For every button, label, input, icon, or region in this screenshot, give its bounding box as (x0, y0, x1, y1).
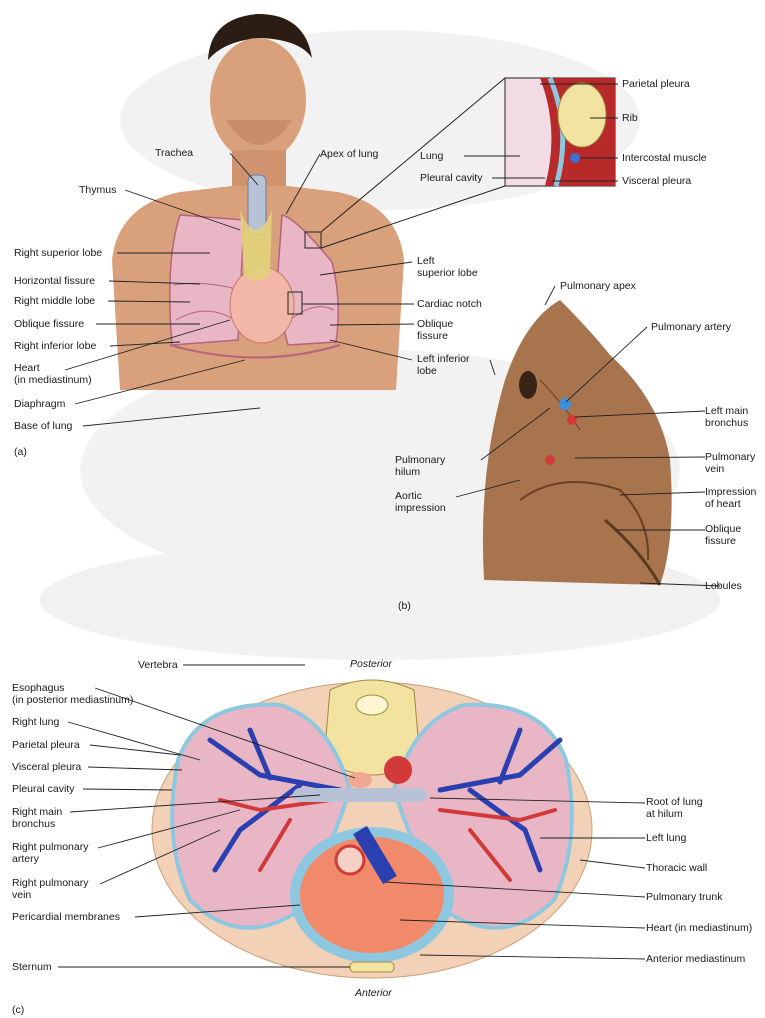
panel-b-specimen (483, 300, 672, 585)
panel-c-cross-section (152, 680, 592, 978)
